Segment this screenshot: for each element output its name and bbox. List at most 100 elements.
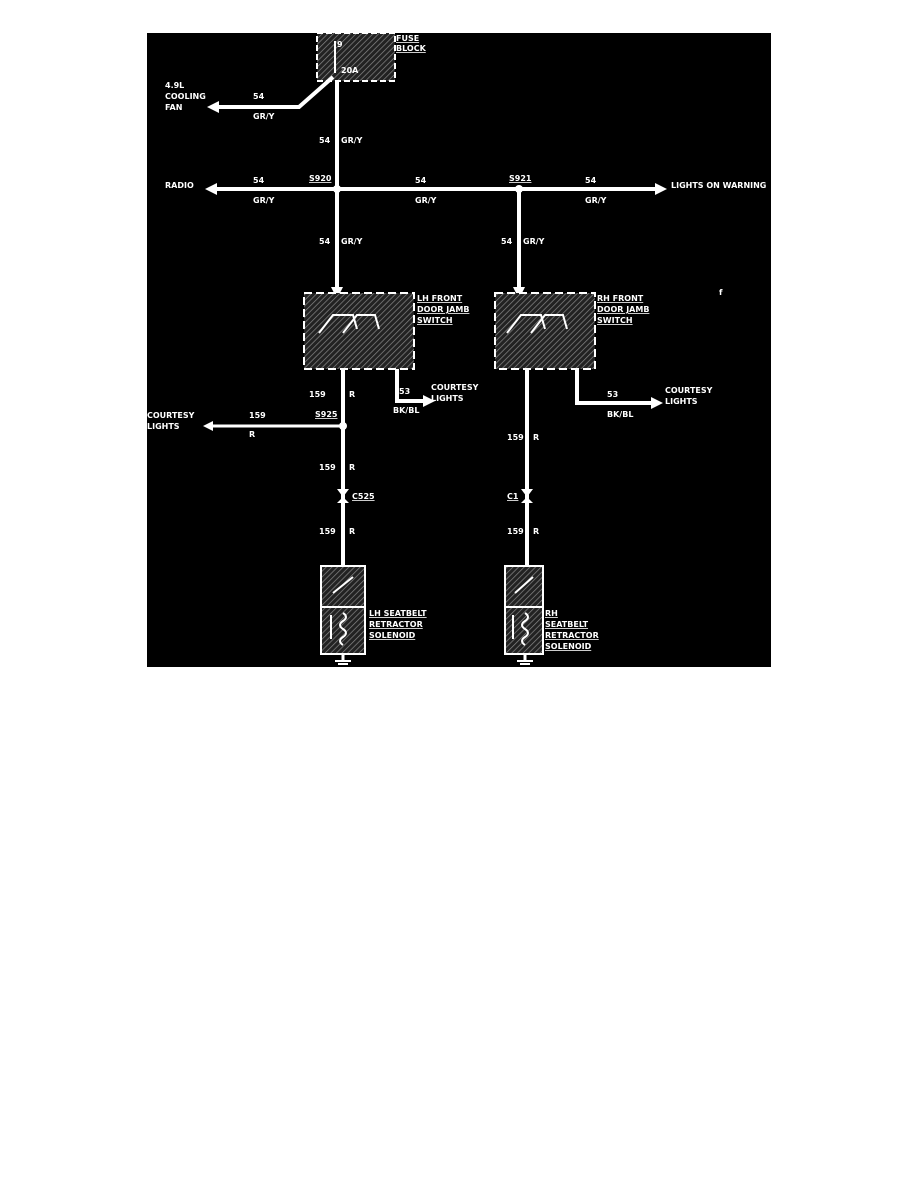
lh-courtesy-out: 53 BK/BL COURTESY LIGHTS bbox=[393, 369, 479, 415]
lh-solenoid-label-2: RETRACTOR bbox=[369, 620, 423, 629]
lh-switch-box bbox=[303, 292, 415, 370]
rh-courtesy-out: 53 BK/BL COURTESY LIGHTS bbox=[575, 369, 713, 419]
lh-switch-contact-2 bbox=[342, 314, 380, 334]
rh-switch-label-1: RH FRONT bbox=[597, 294, 644, 303]
wiring-diagram: FUSE BLOCK 9 20A 4.9L COOLING FAN 54 GR/… bbox=[147, 32, 771, 667]
rh-wire2-color: R bbox=[533, 527, 539, 536]
rh-switch-contact-1 bbox=[506, 314, 546, 334]
connector-c1-top bbox=[521, 489, 533, 497]
bus-line: RADIO 54 GR/Y S920 54 GR/Y S921 54 GR/Y … bbox=[165, 174, 766, 205]
rh-courtesy-out-label-2: LIGHTS bbox=[665, 397, 698, 406]
lh-lower-wire: 159 R S925 COURTESY LIGHTS 159 R 159 R C… bbox=[147, 369, 375, 569]
rh-switch-contact-2 bbox=[530, 314, 568, 334]
rh-switch-label-3: SWITCH bbox=[597, 316, 633, 325]
lh-wire3-circuit: 159 bbox=[319, 527, 336, 536]
rh-switch-box bbox=[494, 292, 596, 370]
arrow-rh-courtesy-out bbox=[651, 397, 663, 409]
fuse-number: 9 bbox=[337, 40, 343, 49]
splice-s921-label: S921 bbox=[509, 174, 532, 183]
wire-cooling-fan bbox=[219, 75, 335, 109]
rh-solenoid-label-2: SEATBELT bbox=[545, 620, 589, 629]
rh-courtesy-out-label-1: COURTESY bbox=[665, 386, 713, 395]
lights-on-color: GR/Y bbox=[585, 196, 607, 205]
fuse-block-title-1: FUSE bbox=[396, 34, 419, 43]
lh-courtesy-in-color: R bbox=[249, 430, 255, 439]
fuse-block-box bbox=[316, 32, 396, 82]
cooling-fan-color: GR/Y bbox=[253, 112, 275, 121]
lh-solenoid-box bbox=[320, 565, 366, 655]
lh-courtesy-in-circuit: 159 bbox=[249, 411, 266, 420]
rh-courtesy-out-circuit: 53 bbox=[607, 390, 618, 399]
main-feed-color: GR/Y bbox=[341, 136, 363, 145]
lh-solenoid-switch bbox=[332, 576, 354, 594]
lh-seatbelt-solenoid: LH SEATBELT RETRACTOR SOLENOID bbox=[320, 565, 427, 665]
arrow-radio bbox=[205, 183, 217, 195]
radio-label: RADIO bbox=[165, 181, 194, 190]
lights-on-circuit: 54 bbox=[585, 176, 597, 185]
lh-courtesy-in-label-1: COURTESY bbox=[147, 411, 195, 420]
lh-solenoid-coil bbox=[339, 612, 347, 646]
splice-s920-label: S920 bbox=[309, 174, 332, 183]
lh-solenoid-label-1: LH SEATBELT bbox=[369, 609, 427, 618]
connector-c525-label: C525 bbox=[352, 492, 375, 501]
lh-switch-contact-1 bbox=[318, 314, 358, 334]
rh-wire1-color: R bbox=[533, 433, 539, 442]
lh-door-jamb-switch: LH FRONT DOOR JAMB SWITCH bbox=[303, 292, 469, 370]
radio-circuit: 54 bbox=[253, 176, 265, 185]
bus-middle-color: GR/Y bbox=[415, 196, 437, 205]
rh-solenoid-label-1: RH bbox=[545, 609, 558, 618]
connector-c525-bottom bbox=[337, 497, 349, 503]
rh-switch-label-2: DOOR JAMB bbox=[597, 305, 649, 314]
lh-courtesy-out-color: BK/BL bbox=[393, 406, 419, 415]
rh-door-jamb-switch: RH FRONT DOOR JAMB SWITCH bbox=[494, 292, 649, 370]
lh-courtesy-out-label-2: LIGHTS bbox=[431, 394, 464, 403]
main-feed-circuit: 54 bbox=[319, 136, 331, 145]
rh-drop-color: GR/Y bbox=[523, 237, 545, 246]
splice-s925-label: S925 bbox=[315, 410, 338, 419]
lh-drop-circuit: 54 bbox=[319, 237, 331, 246]
lh-wire1-color: R bbox=[349, 390, 355, 399]
connector-c1-label: C1 bbox=[507, 492, 519, 501]
lights-on-label: LIGHTS ON WARNING bbox=[671, 181, 766, 190]
lh-courtesy-out-circuit: 53 bbox=[399, 387, 410, 396]
radio-color: GR/Y bbox=[253, 196, 275, 205]
cooling-fan-label-1: 4.9L bbox=[165, 81, 184, 90]
rh-solenoid-coil bbox=[521, 612, 529, 646]
lh-switch-label-1: LH FRONT bbox=[417, 294, 463, 303]
rh-solenoid-box bbox=[504, 565, 544, 655]
lh-switch-label-3: SWITCH bbox=[417, 316, 453, 325]
rh-solenoid-switch bbox=[514, 576, 534, 594]
arrow-lights-on bbox=[655, 183, 667, 195]
rh-wire2-circuit: 159 bbox=[507, 527, 524, 536]
lh-drop-color: GR/Y bbox=[341, 237, 363, 246]
lh-switch-label-2: DOOR JAMB bbox=[417, 305, 469, 314]
rh-solenoid-label-3: RETRACTOR bbox=[545, 631, 599, 640]
cooling-fan-branch: 4.9L COOLING FAN 54 GR/Y bbox=[165, 75, 335, 121]
lh-courtesy-in-label-2: LIGHTS bbox=[147, 422, 180, 431]
bus-middle-circuit: 54 bbox=[415, 176, 427, 185]
wire-lh-courtesy-out bbox=[395, 369, 423, 403]
lh-wire3-color: R bbox=[349, 527, 355, 536]
lh-solenoid-label-3: SOLENOID bbox=[369, 631, 416, 640]
cooling-fan-label-3: FAN bbox=[165, 103, 182, 112]
rh-drop-circuit: 54 bbox=[501, 237, 513, 246]
rh-courtesy-out-color: BK/BL bbox=[607, 410, 633, 419]
connector-c1-bottom bbox=[521, 497, 533, 503]
lh-wire2-circuit: 159 bbox=[319, 463, 336, 472]
cooling-fan-circuit: 54 bbox=[253, 92, 265, 101]
lh-courtesy-out-label-1: COURTESY bbox=[431, 383, 479, 392]
stray-mark: f bbox=[719, 288, 723, 297]
connector-c525-top bbox=[337, 489, 349, 497]
main-feed: 54 GR/Y bbox=[319, 81, 363, 189]
wiring-diagram-svg: FUSE BLOCK 9 20A 4.9L COOLING FAN 54 GR/… bbox=[147, 32, 766, 665]
lh-drop: 54 GR/Y bbox=[319, 189, 363, 299]
lh-wire1-circuit: 159 bbox=[309, 390, 326, 399]
rh-seatbelt-solenoid: RH SEATBELT RETRACTOR SOLENOID bbox=[504, 565, 599, 665]
arrow-cooling-fan bbox=[207, 101, 219, 113]
arrow-lh-courtesy-in bbox=[203, 421, 213, 431]
lh-wire2-color: R bbox=[349, 463, 355, 472]
fuse-rating: 20A bbox=[341, 66, 359, 75]
cooling-fan-label-2: COOLING bbox=[165, 92, 206, 101]
rh-solenoid-label-4: SOLENOID bbox=[545, 642, 592, 651]
rh-drop: 54 GR/Y bbox=[501, 189, 545, 299]
